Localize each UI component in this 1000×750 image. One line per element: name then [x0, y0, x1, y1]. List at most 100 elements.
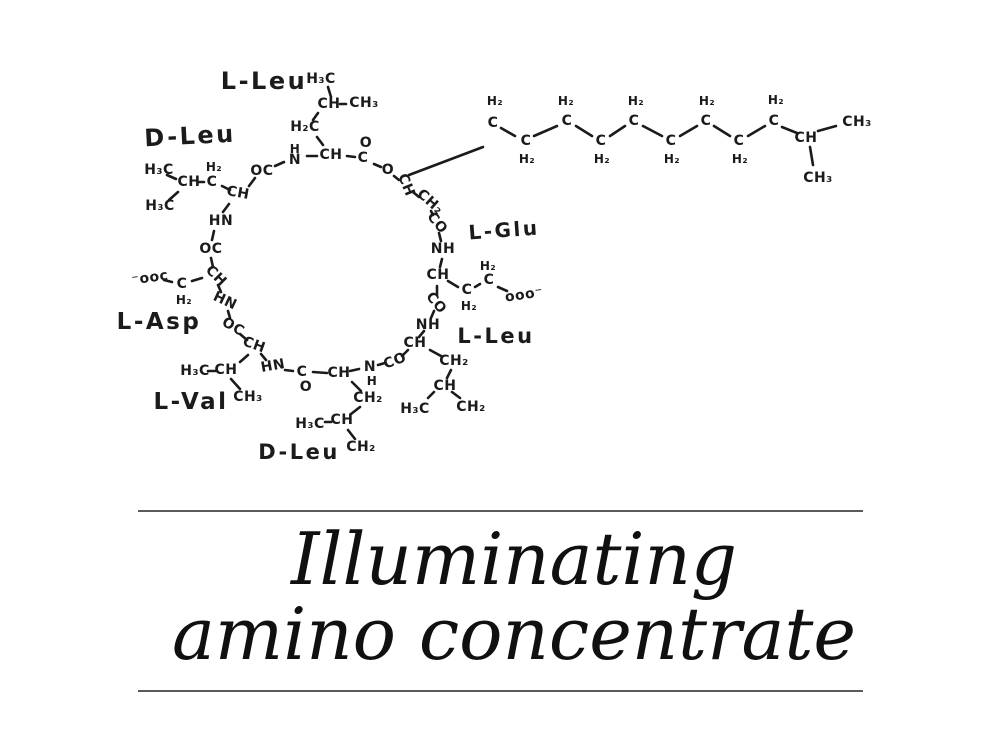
- atom-label: O: [300, 379, 312, 395]
- atom-label: CH: [318, 96, 341, 112]
- atom-label: CH: [394, 171, 417, 198]
- atom-label: H₃C: [145, 198, 175, 214]
- bond-line: [473, 282, 482, 289]
- atom-label: CH₂: [353, 390, 383, 406]
- atom-label: N: [289, 152, 301, 168]
- atom-label: CH₃: [349, 95, 379, 111]
- bond-line: [349, 405, 362, 416]
- bond-line: [808, 145, 815, 167]
- atom-label: CH: [795, 130, 818, 146]
- atom-label: C: [734, 133, 745, 149]
- residue-label: L-Val: [154, 389, 229, 415]
- bond-line: [816, 124, 838, 133]
- atom-label: ⁻ooc: [131, 268, 170, 289]
- atom-label: C: [462, 282, 473, 298]
- atom-label: C: [297, 364, 308, 380]
- atom-label: H₂: [628, 94, 644, 108]
- atom-label: H₂: [176, 293, 192, 307]
- bond-line: [226, 309, 232, 320]
- atom-label: CH: [434, 378, 457, 394]
- atom-label: H₂: [480, 259, 496, 273]
- bond-line: [574, 124, 594, 138]
- bond-line: [238, 332, 249, 342]
- atom-label: H₂: [699, 94, 715, 108]
- bond-line: [746, 124, 767, 138]
- bond-line: [499, 126, 517, 138]
- bond-line: [428, 348, 443, 358]
- atom-label: CH: [225, 183, 250, 203]
- bottom-rule: [138, 690, 863, 692]
- atom-label: C: [488, 115, 499, 131]
- bond-line: [372, 162, 383, 169]
- residue-label: D-Leu: [258, 440, 340, 464]
- residue-label: L-Glu: [468, 216, 541, 245]
- atom-label: H₃C: [180, 363, 210, 379]
- atom-label: C: [562, 113, 573, 129]
- residue-label: L-Asp: [117, 309, 202, 335]
- product-title-line1: Illuminating: [291, 517, 737, 601]
- atom-label: CH: [320, 147, 343, 163]
- atom-label: NH: [431, 241, 455, 257]
- atom-label: CH₃: [842, 114, 872, 130]
- atom-label: H₃C: [144, 162, 174, 178]
- atom-label: H₂C: [290, 119, 320, 135]
- atom-label: HN: [260, 356, 287, 376]
- atom-label: C: [596, 133, 607, 149]
- bond-line: [446, 279, 460, 289]
- bond-line: [429, 209, 435, 217]
- atom-label: CH: [178, 174, 201, 190]
- atom-label: C: [358, 150, 369, 166]
- bond-line: [350, 380, 363, 393]
- atom-label: H₂: [487, 94, 503, 108]
- bond-line: [259, 352, 268, 362]
- atom-label: C: [484, 272, 495, 288]
- atom-label: H₂: [594, 152, 610, 166]
- bond-line: [238, 353, 250, 364]
- atom-label: C: [629, 113, 640, 129]
- atom-label: CH: [202, 262, 230, 290]
- bond-line: [411, 190, 421, 199]
- bond-line: [209, 256, 215, 269]
- atom-label: ooo⁻: [504, 284, 544, 305]
- bond-line: [429, 309, 436, 320]
- atom-label: C: [177, 276, 188, 292]
- bond-line: [445, 368, 453, 380]
- bond-line: [326, 85, 333, 99]
- atom-label: HN: [211, 289, 240, 314]
- bond-line: [438, 257, 444, 269]
- atom-label: CH₂: [439, 353, 469, 369]
- bond-line: [210, 229, 216, 242]
- bond-line: [162, 278, 174, 284]
- atom-label: H₃C: [306, 71, 336, 87]
- bond-line: [608, 124, 627, 138]
- bond-line: [273, 160, 286, 168]
- bond-line: [283, 368, 295, 373]
- atom-label: OC: [199, 241, 222, 257]
- bond-line: [392, 174, 401, 182]
- bond-line: [532, 124, 559, 138]
- atom-label: C: [207, 174, 218, 190]
- atom-label: CH: [215, 362, 238, 378]
- bond-line: [229, 377, 242, 391]
- atom-label: C: [666, 133, 677, 149]
- bond-line: [407, 145, 485, 177]
- atom-label: H₂: [461, 299, 477, 313]
- atom-label: H₃C: [295, 416, 325, 432]
- bond-line: [190, 276, 204, 283]
- atom-label: H₂: [558, 94, 574, 108]
- bond-line: [247, 176, 257, 188]
- residue-label: L-Leu: [221, 67, 307, 95]
- bond-line: [426, 390, 436, 400]
- atom-label: H: [367, 374, 378, 388]
- atom-label: C: [521, 133, 532, 149]
- atom-label: CH: [328, 365, 351, 381]
- atom-label: CH: [240, 334, 267, 357]
- atom-label: CH₃: [233, 389, 263, 405]
- bond-line: [678, 124, 699, 138]
- residue-label: D-Leu: [144, 120, 237, 153]
- atom-label: CO: [381, 350, 408, 373]
- bond-line: [400, 348, 410, 358]
- atom-label: C: [769, 113, 780, 129]
